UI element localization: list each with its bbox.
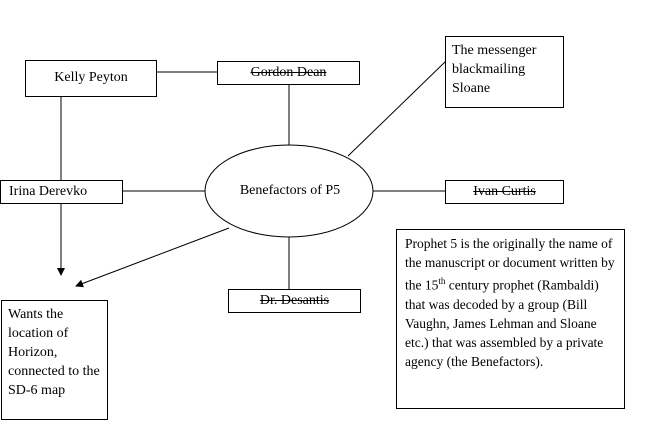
node-irina-derevko-label: Irina Derevko: [9, 184, 88, 199]
note-text-part1: Prophet 5 is the originally the name of …: [405, 236, 615, 293]
node-kelly-peyton: Kelly Peyton: [25, 60, 157, 97]
node-gordon-dean-label: Gordon Dean: [250, 65, 327, 80]
node-irina-derevko: Irina Derevko: [0, 180, 123, 204]
node-wants-location: Wants the location of Horizon, connected…: [1, 300, 108, 420]
node-gordon-dean: Gordon Dean: [217, 61, 360, 85]
arrow-center-wants: [75, 227, 230, 288]
node-dr-desantis: Dr. Desantis: [228, 289, 361, 313]
line-center-messenger: [347, 60, 447, 157]
node-messenger: The messenger blackmailing Sloane: [445, 36, 564, 108]
prophet5-note: Prophet 5 is the originally the name of …: [396, 229, 625, 409]
center-ellipse: [204, 144, 374, 238]
node-ivan-curtis-label: Ivan Curtis: [473, 184, 536, 199]
node-ivan-curtis: Ivan Curtis: [445, 180, 564, 204]
node-wants-location-label: Wants the location of Horizon, connected…: [8, 307, 100, 398]
node-kelly-peyton-label: Kelly Peyton: [54, 70, 128, 85]
center-label: Benefactors of P5: [239, 183, 341, 198]
node-dr-desantis-label: Dr. Desantis: [259, 293, 330, 308]
note-text-part2: century prophet (Rambaldi) that was deco…: [405, 277, 604, 369]
note-superscript: th: [438, 276, 446, 286]
node-messenger-label: The messenger blackmailing Sloane: [452, 43, 537, 96]
